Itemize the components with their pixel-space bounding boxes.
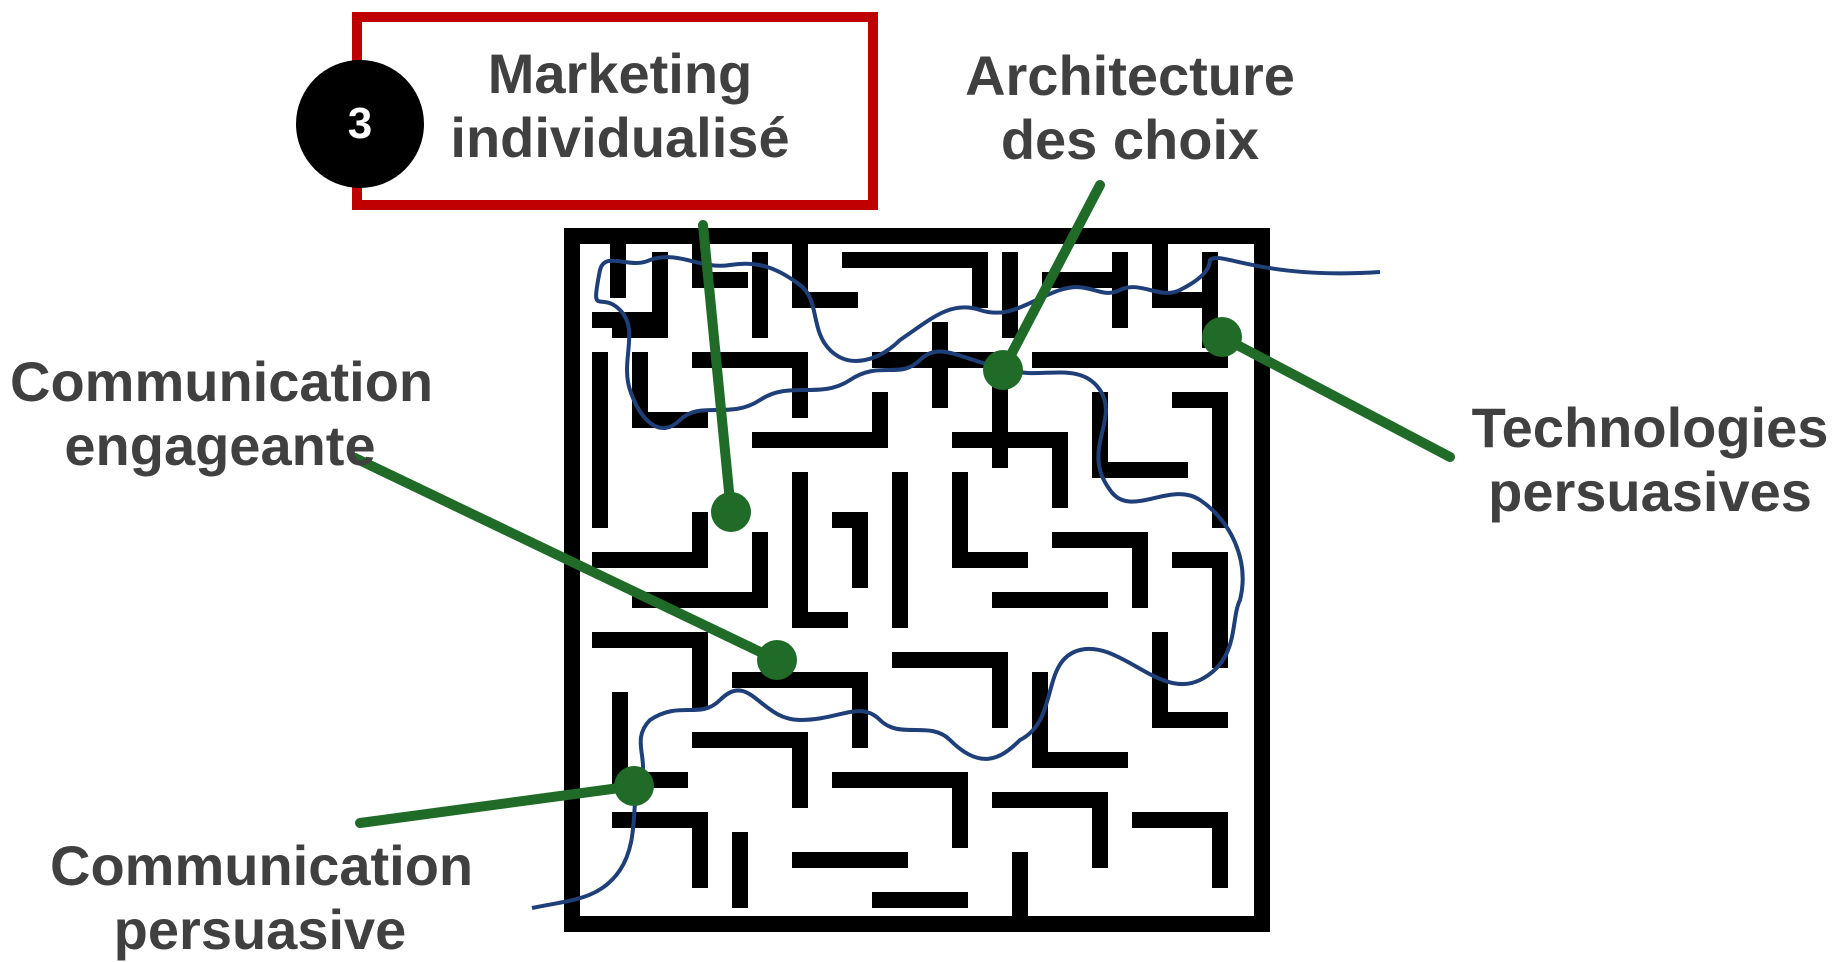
label-technologies: Technologies persuasives: [1470, 396, 1830, 524]
label-persuasive-line1: Communication: [50, 834, 474, 897]
label-marketing: Marketing individualisé: [420, 42, 820, 170]
dot-architecture: [983, 350, 1023, 390]
connector-persuasive: [355, 781, 639, 828]
dot-technologies: [1202, 317, 1242, 357]
label-technologies-line1: Technologies: [1471, 396, 1829, 459]
connector-architecture: [998, 180, 1105, 375]
maze-outer-wall: [564, 228, 1270, 932]
dot-marketing: [711, 492, 751, 532]
label-marketing-line2: individualisé: [450, 106, 790, 169]
solution-path: [531, 255, 1381, 910]
highlight-box-marketing: [352, 12, 878, 210]
label-architecture-line2: des choix: [1000, 108, 1260, 171]
connector-engageante: [350, 453, 782, 665]
connector-dots: [614, 317, 1242, 806]
label-architecture-line1: Architecture: [965, 44, 1295, 107]
connectors: [350, 180, 1455, 828]
label-persuasive: Communication persuasive: [50, 834, 474, 962]
dot-engageante: [757, 640, 797, 680]
dot-persuasive: [614, 766, 654, 806]
label-persuasive-line2: persuasive: [113, 898, 407, 961]
connector-marketing: [698, 220, 736, 517]
label-engageante: Communication engageante: [10, 350, 434, 478]
step-badge-number: 3: [347, 99, 373, 148]
label-technologies-line2: persuasives: [1488, 460, 1812, 523]
connector-technologies: [1217, 332, 1455, 462]
maze-walls: [592, 228, 1228, 932]
step-badge: 3: [296, 60, 424, 188]
label-marketing-line1: Marketing: [487, 42, 753, 105]
label-engageante-line1: Communication: [10, 350, 434, 413]
label-architecture: Architecture des choix: [960, 44, 1300, 172]
maze: [564, 228, 1270, 932]
label-engageante-line2: engageante: [64, 414, 376, 477]
